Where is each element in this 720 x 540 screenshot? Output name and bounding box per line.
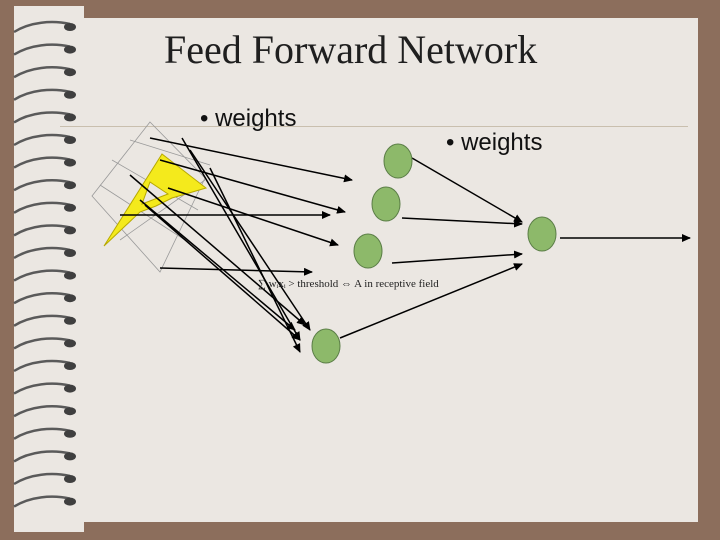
weight-arrow [160, 268, 312, 272]
letter-a-icon [104, 154, 206, 246]
hidden-node-1 [384, 144, 412, 178]
hidden-node-3 [354, 234, 382, 268]
weight-arrow [168, 188, 338, 245]
weight-arrow [190, 150, 310, 330]
output-node [528, 217, 556, 251]
receptive-field-frame [92, 122, 210, 272]
weight-arrow [392, 254, 522, 263]
weight-arrow [402, 218, 522, 224]
hidden-node-4 [312, 329, 340, 363]
weight-arrow [340, 264, 522, 338]
hidden-node-2 [372, 187, 400, 221]
weight-arrow [182, 138, 300, 340]
weight-arrow [412, 158, 522, 222]
threshold-formula: ∑ wᵢxᵢ > threshold ⇔ A in receptive fiel… [258, 278, 439, 290]
